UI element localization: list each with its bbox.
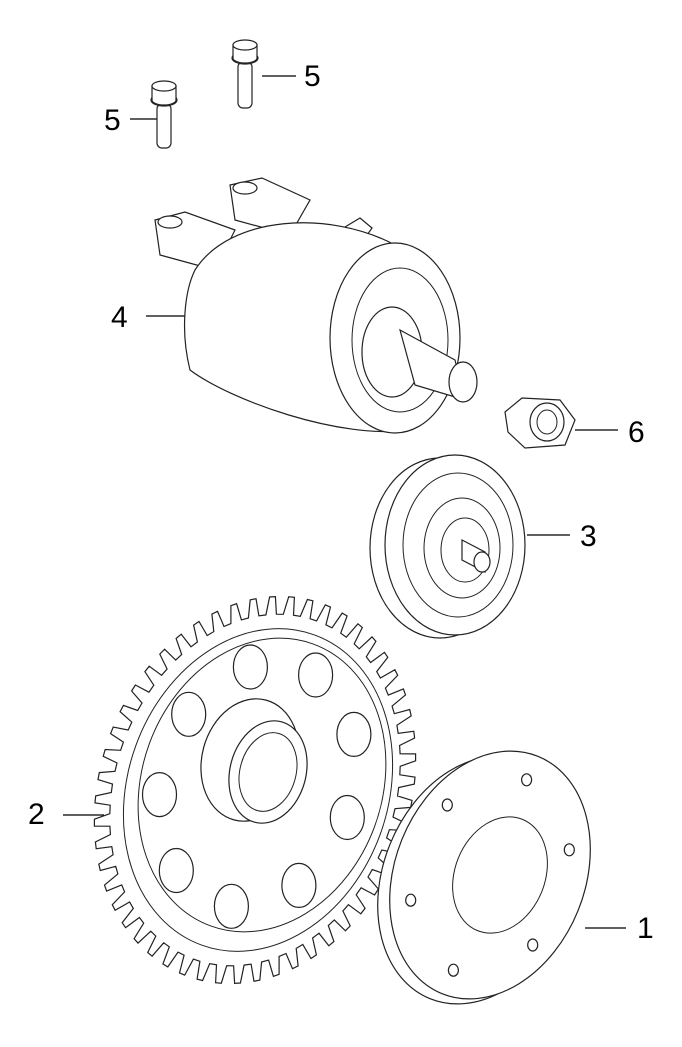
plate bbox=[377, 750, 591, 1005]
bolt-left bbox=[150, 80, 178, 149]
hex-nut bbox=[504, 397, 576, 449]
plate-hole bbox=[405, 893, 417, 907]
callout-1: 1 bbox=[637, 912, 654, 945]
starter-motor bbox=[154, 177, 478, 434]
starter-gear bbox=[93, 595, 417, 985]
plate-hole bbox=[527, 938, 539, 952]
gear-hole bbox=[336, 711, 372, 758]
plate-hole bbox=[447, 963, 459, 977]
callout-5-right: 5 bbox=[304, 60, 321, 93]
leader-lines bbox=[63, 75, 626, 929]
callout-5-left: 5 bbox=[104, 104, 121, 137]
callout-2: 2 bbox=[28, 798, 45, 831]
gear-hole bbox=[329, 794, 365, 841]
gear-hole bbox=[158, 847, 194, 894]
plate-hole bbox=[563, 843, 575, 857]
callout-3: 3 bbox=[580, 520, 597, 553]
callout-6: 6 bbox=[628, 416, 645, 449]
callout-4: 4 bbox=[111, 301, 128, 334]
plate-hole bbox=[520, 773, 533, 787]
gear-hole bbox=[281, 862, 317, 909]
gear-hole bbox=[298, 652, 334, 698]
gear-hole bbox=[171, 691, 207, 737]
gear-hole bbox=[141, 771, 178, 818]
gear-hole bbox=[232, 644, 268, 690]
bolt-right bbox=[231, 39, 259, 109]
pulley bbox=[369, 454, 526, 639]
gear-hole bbox=[213, 883, 249, 929]
plate-hole bbox=[441, 798, 453, 812]
